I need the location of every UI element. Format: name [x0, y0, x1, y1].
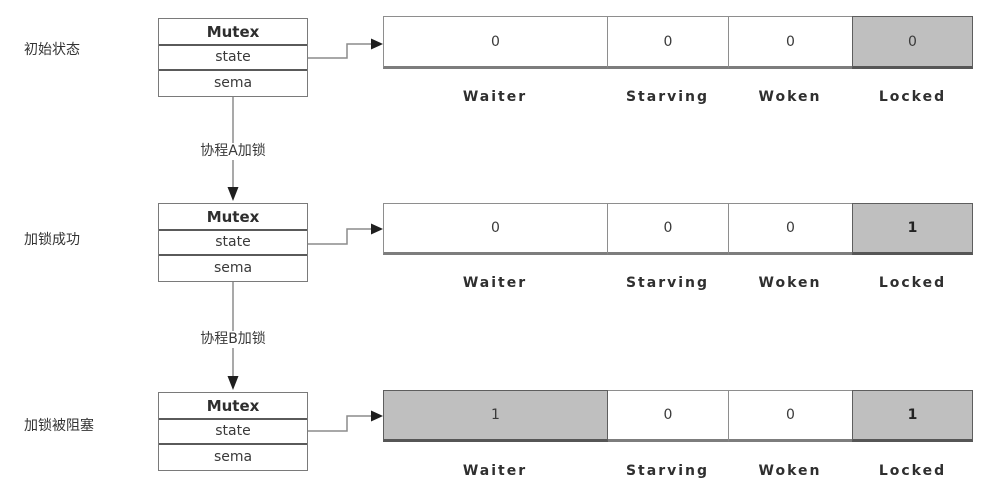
mutex-struct-box: Mutex state sema	[158, 18, 308, 97]
mutex-field-sema: sema	[159, 254, 307, 279]
bit-label-starving: Starving	[625, 463, 710, 479]
bit-labels-row: Waiter Starving Woken Locked	[383, 463, 973, 479]
bit-label-locked: Locked	[878, 275, 947, 291]
transition-label-a: 协程A加锁	[197, 143, 269, 160]
bit-label-woken: Woken	[758, 89, 822, 105]
bit-label-locked: Locked	[878, 89, 947, 105]
bit-value: 1	[907, 407, 918, 423]
bit-value: 1	[907, 220, 918, 236]
mutex-field-sema: sema	[159, 69, 307, 94]
mutex-struct-box: Mutex state sema	[158, 203, 308, 282]
bit-value: 0	[491, 220, 500, 236]
bit-label-waiter: Waiter	[462, 275, 528, 291]
state-pointer-arrow	[308, 223, 383, 245]
bit-label-waiter: Waiter	[462, 463, 528, 479]
bit-value: 0	[786, 33, 795, 50]
bit-cell-locked: 1	[852, 390, 973, 442]
bit-cell-waiter: 0	[383, 16, 608, 69]
transition-label-b: 协程B加锁	[197, 331, 269, 348]
bit-cell-waiter: 1	[383, 390, 608, 442]
bit-value: 0	[491, 33, 500, 50]
state-bits-row: 1 0 0 1	[383, 390, 973, 442]
stage-label-initial: 初始状态	[24, 42, 80, 58]
bit-cell-locked: 0	[852, 16, 973, 69]
bit-cell-starving: 0	[607, 390, 729, 442]
stage-label-lock-blocked: 加锁被阻塞	[24, 418, 94, 434]
bit-cell-woken: 0	[728, 390, 853, 442]
bit-labels-row: Waiter Starving Woken Locked	[383, 89, 973, 105]
mutex-field-state: state	[215, 49, 251, 65]
bit-label-woken: Woken	[758, 275, 822, 291]
stage-label-locked-success: 加锁成功	[24, 232, 80, 248]
state-bits-row: 0 0 0 1	[383, 203, 973, 255]
bit-value: 0	[786, 407, 795, 423]
bit-value: 0	[663, 220, 673, 236]
bit-cell-woken: 0	[728, 203, 853, 255]
bit-value: 1	[491, 407, 500, 423]
bit-label-starving: Starving	[625, 275, 710, 291]
bit-cell-waiter: 0	[383, 203, 608, 255]
mutex-struct-box: Mutex state sema	[158, 392, 308, 471]
bit-cell-starving: 0	[607, 203, 729, 255]
bit-label-woken: Woken	[758, 463, 822, 479]
mutex-field-state: state	[215, 423, 251, 439]
bit-cell-woken: 0	[728, 16, 853, 69]
state-bits-row: 0 0 0 0	[383, 16, 973, 69]
bit-label-waiter: Waiter	[462, 89, 528, 105]
state-pointer-arrow	[308, 410, 383, 432]
bit-value: 0	[663, 407, 673, 423]
bit-value: 0	[663, 33, 673, 50]
mutex-field-state: state	[215, 234, 251, 250]
mutex-field-sema: sema	[159, 443, 307, 468]
state-pointer-arrow	[308, 38, 383, 59]
bit-cell-locked: 1	[852, 203, 973, 255]
bit-value: 0	[908, 33, 917, 50]
bit-labels-row: Waiter Starving Woken Locked	[383, 275, 973, 291]
mutex-box-title: Mutex	[159, 19, 307, 46]
bit-cell-starving: 0	[607, 16, 729, 69]
mutex-box-title: Mutex	[159, 393, 307, 420]
bit-label-locked: Locked	[878, 463, 947, 479]
mutex-box-title: Mutex	[159, 204, 307, 231]
bit-value: 0	[786, 220, 795, 236]
bit-label-starving: Starving	[625, 89, 710, 105]
